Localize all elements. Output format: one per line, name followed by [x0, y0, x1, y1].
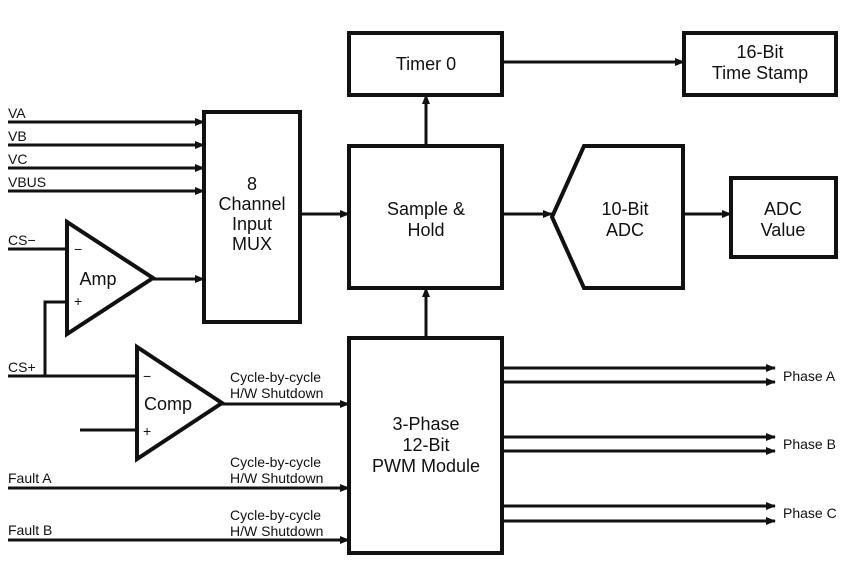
adc-value-label-line1: ADC — [764, 199, 802, 219]
input-label-va: VA — [8, 105, 26, 121]
input-label-vb: VB — [8, 128, 27, 144]
mux-label-line4: MUX — [232, 234, 272, 254]
timestamp-block — [682, 31, 838, 97]
amp-label: Amp — [79, 269, 116, 289]
input-label-fault-b: Fault B — [8, 522, 52, 538]
adc-value-label-line2: Value — [761, 220, 806, 240]
pwm-label-line3: PWM Module — [372, 456, 480, 476]
phase-c-label: Phase C — [783, 505, 837, 521]
input-label-vbus: VBUS — [8, 174, 46, 190]
adc-value-block — [729, 176, 838, 259]
timestamp-label-line1: 16-Bit — [736, 42, 783, 62]
fault-b-shutdown-label-line2: H/W Shutdown — [230, 523, 323, 539]
mux-block — [202, 110, 302, 324]
phase-b-label: Phase B — [783, 436, 836, 452]
amp-plus-sign: + — [74, 293, 82, 309]
timer0-label: Timer 0 — [396, 54, 456, 74]
input-label-fault-a: Fault A — [8, 470, 52, 486]
fault-b-shutdown-label-line1: Cycle-by-cycle — [230, 507, 321, 523]
cs-plus-to-amp-wire — [43, 300, 67, 376]
mux-label-line2: Channel — [218, 194, 285, 214]
sample-hold-label-line1: Sample & — [387, 199, 465, 219]
fault-a-shutdown-label-line2: H/W Shutdown — [230, 470, 323, 486]
input-label-cs-minus: CS− — [8, 232, 36, 248]
timestamp-label-line2: Time Stamp — [712, 63, 808, 83]
comp-shutdown-label-line2: H/W Shutdown — [230, 385, 323, 401]
comp-plus-sign: + — [143, 423, 151, 439]
sample-hold-label-line2: Hold — [407, 220, 444, 240]
adc-block — [549, 144, 685, 290]
comp-shutdown-label-line1: Cycle-by-cycle — [230, 369, 321, 385]
comp-label: Comp — [144, 394, 192, 414]
amp-minus-sign: − — [74, 241, 82, 257]
comp-triangle — [135, 343, 226, 463]
pwm-label-line2: 12-Bit — [402, 435, 449, 455]
phase-a-label: Phase A — [783, 368, 836, 384]
pwm-module-block — [347, 336, 504, 555]
adc-label-line2: ADC — [606, 220, 644, 240]
fault-a-shutdown-label-line1: Cycle-by-cycle — [230, 454, 321, 470]
mux-label-line1: 8 — [247, 174, 257, 194]
adc-label-line1: 10-Bit — [601, 199, 648, 219]
input-label-cs-plus: CS+ — [8, 359, 36, 375]
mux-label-line3: Input — [232, 214, 272, 234]
input-label-vc: VC — [8, 151, 27, 167]
comp-minus-sign: − — [143, 368, 151, 384]
pwm-label-line1: 3-Phase — [392, 414, 459, 434]
amp-triangle — [65, 218, 157, 338]
